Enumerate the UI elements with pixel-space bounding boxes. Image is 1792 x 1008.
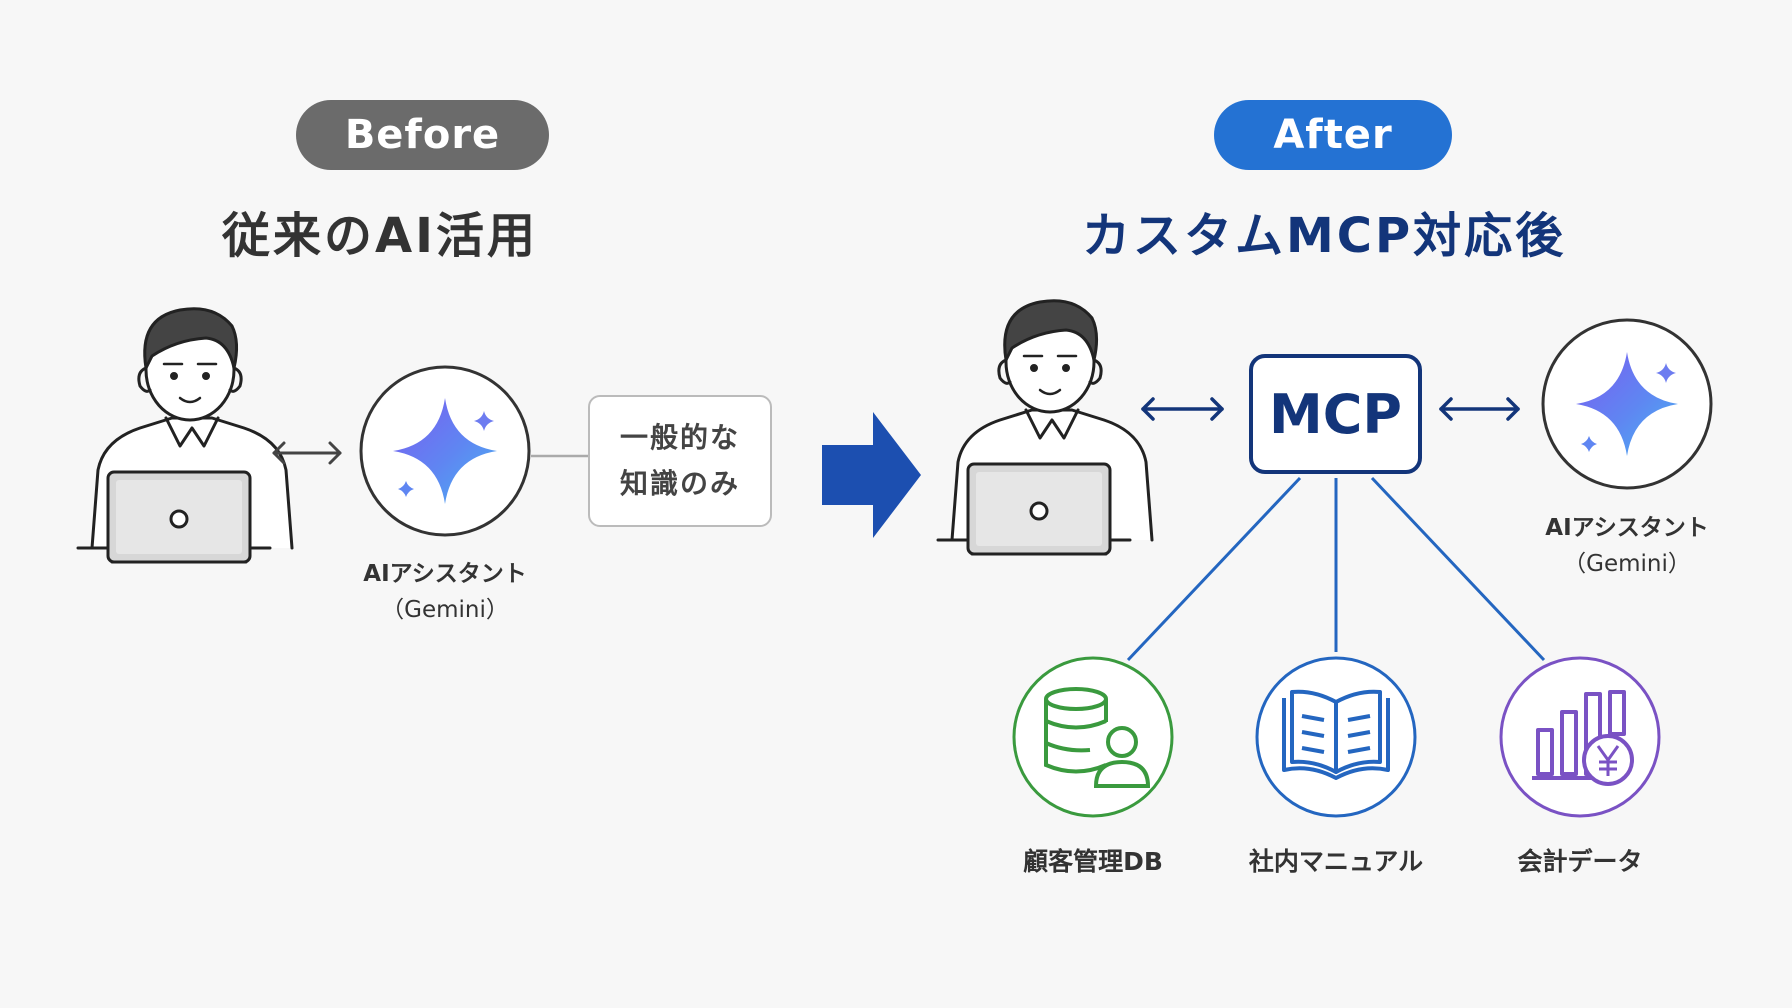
mcp-box: MCP [1249,354,1422,474]
database-user-icon [1012,656,1174,818]
after-assistant-name: AIアシスタント [1545,515,1709,541]
before-badge: Before [296,100,549,170]
knowledge-line-1: 一般的な [619,421,740,454]
chart-yen-icon [1499,656,1661,818]
before-assistant-sub: （Gemini） [381,597,509,623]
mcp-connectors [1126,476,1546,662]
before-assistant-caption: AIアシスタント （Gemini） [345,556,545,628]
transition-arrow-icon [822,412,921,538]
user-mcp-arrow-icon [1141,397,1224,421]
knowledge-box: 一般的な 知識のみ [588,395,772,527]
after-title: カスタムMCP対応後 [1082,208,1567,264]
book-icon [1255,656,1417,818]
double-arrow-icon [272,441,342,465]
before-user-icon [76,307,294,564]
source-label-customer-db: 顧客管理DB [1023,847,1163,876]
knowledge-line-2: 知識のみ [619,467,740,500]
before-assistant-icon [359,365,531,537]
mcp-label: MCP [1269,382,1402,446]
after-user-icon [936,299,1154,556]
after-badge: After [1214,100,1452,170]
before-assistant-name: AIアシスタント [363,561,527,587]
after-assistant-sub: （Gemini） [1563,551,1691,577]
after-assistant-icon [1541,318,1713,490]
source-label-accounting: 会計データ [1517,847,1643,876]
before-title: 従来のAI活用 [222,208,539,264]
source-label-manual: 社内マニュアル [1248,847,1424,876]
after-assistant-caption: AIアシスタント （Gemini） [1527,510,1727,582]
mcp-assistant-arrow-icon [1439,397,1520,421]
